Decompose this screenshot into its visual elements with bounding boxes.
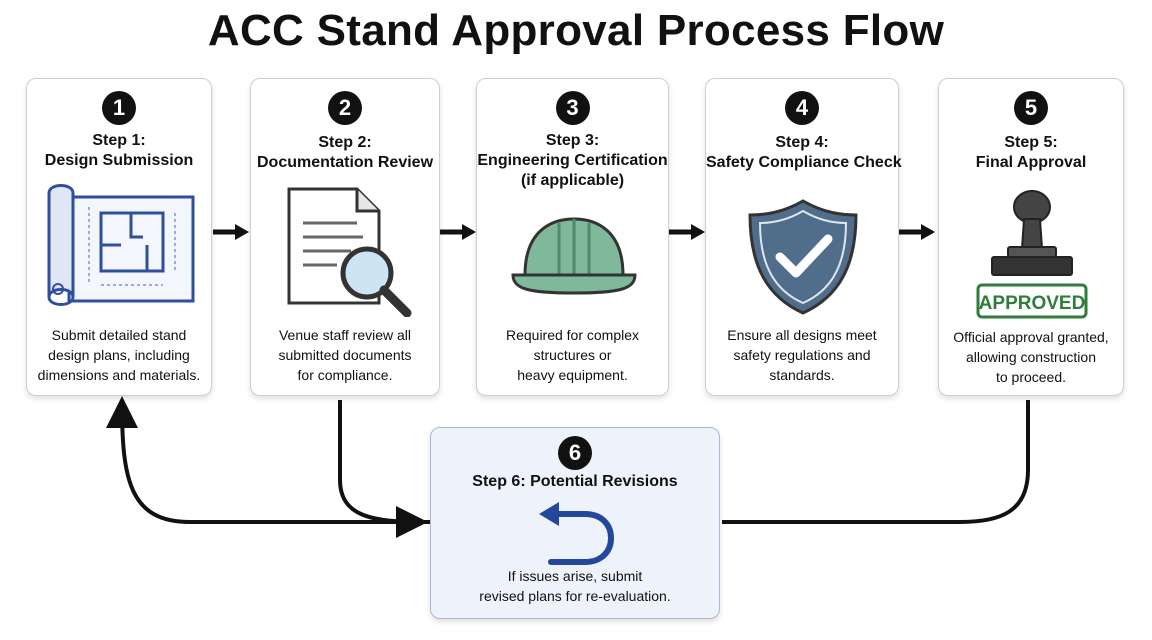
blueprint-icon: [47, 184, 195, 306]
arrow-1-to-2: [213, 224, 249, 240]
return-arrow-to-step-1: [106, 396, 718, 525]
step-4-card: 4 Step 4:Safety Compliance Check Ensure …: [705, 78, 902, 396]
step-6-title: Step 6: Potential Revisions: [472, 473, 678, 490]
step-5-badge: 5: [1014, 91, 1048, 125]
step-2-badge: 2: [328, 91, 362, 125]
hard-hat-icon: [511, 217, 637, 295]
line-from-step-5: [722, 400, 1030, 524]
arrow-2-to-3: [440, 224, 476, 240]
step-5-card: 5 Step 5:Final Approval APPROVED Officia…: [938, 78, 1124, 396]
shield-check-icon: [748, 199, 858, 315]
approval-stamp-icon: APPROVED: [976, 190, 1088, 319]
step-3-card: 3 Step 3:Engineering Certification(if ap…: [476, 78, 669, 396]
arrow-3-to-4: [669, 224, 705, 240]
step-1-card: 1 Step 1:Design Submission Submit detail…: [26, 78, 212, 396]
step-4-title: Step 4:Safety Compliance Check: [706, 134, 902, 171]
step-2-card: 2 Step 2:Documentation Review Venue staf…: [250, 78, 440, 396]
document-magnifier-icon: [287, 187, 412, 317]
step-2-title: Step 2:Documentation Review: [256, 134, 434, 171]
undo-arrow-icon: [539, 502, 615, 565]
step-3-title: Step 3:Engineering Certification(if appl…: [477, 132, 668, 189]
step-6-badge: 6: [558, 436, 592, 470]
step-1-badge: 1: [102, 91, 136, 125]
step-5-description: Official approval granted,allowing const…: [953, 329, 1109, 385]
step-5-title: Step 5:Final Approval: [975, 134, 1087, 171]
step-1-title: Step 1:Design Submission: [44, 132, 194, 169]
step-6-card: 6 Step 6: Potential Revisions If issues …: [430, 427, 720, 619]
page-title: ACC Stand Approval Process Flow: [207, 6, 945, 55]
revision-feedback-from-step-2: [338, 400, 428, 538]
step-4-badge: 4: [785, 91, 819, 125]
arrow-4-to-5: [899, 224, 935, 240]
step-3-badge: 3: [555, 91, 590, 125]
approved-stamp-label: APPROVED: [979, 293, 1086, 314]
